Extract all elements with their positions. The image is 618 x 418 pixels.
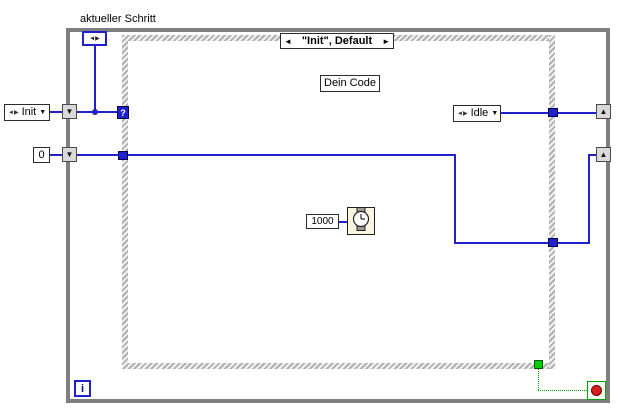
tunnel-zero-out[interactable] xyxy=(548,238,558,247)
control-label-aktueller-schritt: aktueller Schritt xyxy=(80,13,156,25)
wire-wait-input[interactable] xyxy=(339,221,347,223)
case-selector-label[interactable]: ◄ "Init", Default ► xyxy=(280,33,394,49)
wire-enum-terminal-vertical[interactable] xyxy=(94,46,96,113)
tunnel-boolean-stop[interactable] xyxy=(534,360,543,369)
while-loop-structure[interactable] xyxy=(66,28,610,403)
numeric-constant-1000-value: 1000 xyxy=(311,215,334,227)
tunnel-zero-in[interactable] xyxy=(118,151,128,160)
wire-zero-outside-v[interactable] xyxy=(588,154,590,244)
shift-register-left-2[interactable]: ▼ xyxy=(62,147,77,162)
wire-zero-inside-h2[interactable] xyxy=(454,242,550,244)
next-case-button[interactable]: ► xyxy=(382,36,390,46)
numeric-constant-1000[interactable]: 1000 xyxy=(306,214,339,229)
case-selector-terminal[interactable]: ? xyxy=(117,106,129,119)
shift-register-left-1[interactable]: ▼ xyxy=(62,104,77,119)
watch-icon xyxy=(349,206,373,236)
enum-constant-init[interactable]: ◄▶ Init ▼ xyxy=(4,104,50,121)
previous-case-button[interactable]: ◄ xyxy=(284,36,292,46)
enum-constant-idle[interactable]: ◄▶ Idle ▼ xyxy=(453,105,501,122)
iteration-terminal[interactable]: i xyxy=(74,380,91,397)
enum-glyph-icon: ◄▶ xyxy=(457,110,468,117)
wire-zero-a[interactable] xyxy=(50,154,64,156)
wire-zero-inside-v[interactable] xyxy=(454,154,456,244)
enum-constant-idle-value: Idle xyxy=(470,107,489,119)
free-label-text: Dein Code xyxy=(324,77,376,89)
case-structure-border-left[interactable] xyxy=(122,35,128,369)
wire-junction-dot xyxy=(92,109,98,115)
wire-zero-b[interactable] xyxy=(77,154,118,156)
iteration-label: i xyxy=(80,382,85,395)
shift-register-down-icon: ▼ xyxy=(65,107,74,116)
conditional-terminal[interactable] xyxy=(587,381,606,400)
free-label-dein-code[interactable]: Dein Code xyxy=(320,75,380,92)
case-structure-border-right[interactable] xyxy=(549,35,555,369)
wait-ms-function[interactable] xyxy=(347,206,375,236)
shift-register-right-2[interactable]: ▲ xyxy=(596,147,611,162)
enum-glyph-icon: ◄▶ xyxy=(8,109,19,116)
shift-register-up-icon: ▲ xyxy=(599,150,608,159)
enum-constant-init-value: Init xyxy=(21,106,37,118)
shift-register-down-icon: ▼ xyxy=(65,150,74,159)
enum-glyph-icon: ◄▶ xyxy=(89,36,100,42)
wire-init-a[interactable] xyxy=(50,111,64,113)
enum-control-terminal[interactable]: ◄▶ xyxy=(82,31,107,46)
numeric-constant-zero-value: 0 xyxy=(38,148,45,161)
wire-idle-a[interactable] xyxy=(501,112,548,114)
dropdown-arrow-icon[interactable]: ▼ xyxy=(491,110,499,117)
wire-idle-b[interactable] xyxy=(558,112,597,114)
wire-zero-outside-h2[interactable] xyxy=(590,154,599,156)
case-structure-border-bottom[interactable] xyxy=(122,363,555,369)
stop-if-true-icon xyxy=(591,385,602,396)
wire-zero-inside-h1[interactable] xyxy=(128,154,456,156)
shift-register-right-1[interactable]: ▲ xyxy=(596,104,611,119)
wire-zero-outside-h1[interactable] xyxy=(558,242,590,244)
wire-stop-horizontal[interactable] xyxy=(538,390,587,391)
tunnel-idle-out[interactable] xyxy=(548,108,558,117)
dropdown-arrow-icon[interactable]: ▼ xyxy=(39,109,47,116)
shift-register-up-icon: ▲ xyxy=(599,107,608,116)
numeric-constant-zero[interactable]: 0 xyxy=(33,147,50,163)
wire-stop-vertical[interactable] xyxy=(538,369,539,390)
case-name: "Init", Default xyxy=(301,35,373,47)
